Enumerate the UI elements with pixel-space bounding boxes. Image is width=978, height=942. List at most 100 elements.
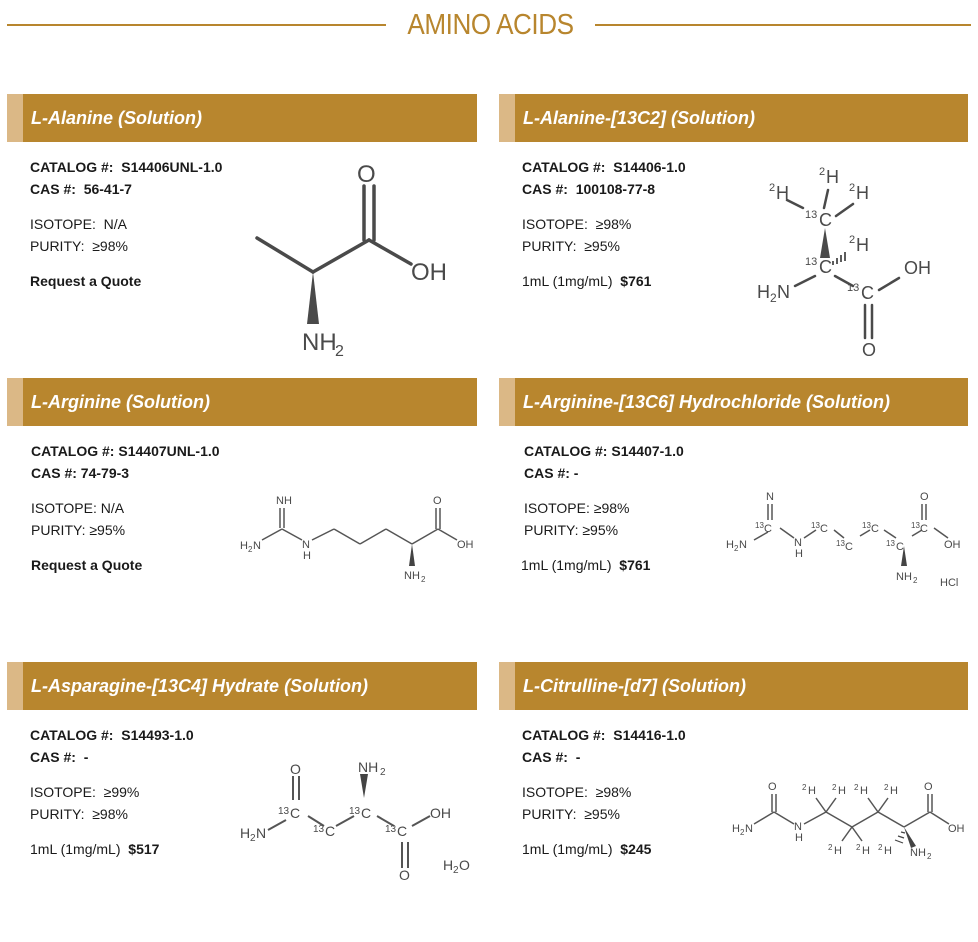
product-name[interactable]: L-Arginine (Solution) [31,392,210,412]
isotope-label: ISOTOPE: [522,216,588,232]
catalog-number: S14407-1.0 [611,443,684,459]
svg-text:2: 2 [380,767,386,778]
product-name[interactable]: L-Alanine-[13C2] (Solution) [523,108,755,128]
request-quote-link[interactable]: Request a Quote [30,273,142,289]
title-divider-right [595,24,971,26]
svg-text:H: H [240,825,250,841]
svg-text:H: H [884,845,892,857]
svg-text:N: N [766,491,774,503]
svg-text:2: 2 [849,234,855,246]
price: $245 [620,841,652,857]
catalog-label: CATALOG #: [30,727,114,743]
isotope-label: ISOTOPE: [30,216,96,232]
isotope-value: ≥98% [595,216,632,232]
cas-number: - [83,749,89,765]
svg-text:HCl: HCl [940,577,958,589]
catalog-label: CATALOG #: [31,443,115,459]
svg-text:13: 13 [313,824,325,835]
size-option: 1mL (1mg/mL) [522,841,613,857]
price: $761 [619,557,651,573]
product-header: L-Alanine (Solution) [7,94,477,142]
product-info: CATALOG #: S14493-1.0 CAS #: - ISOTOPE: … [30,724,194,860]
svg-text:2: 2 [421,575,426,584]
svg-text:2: 2 [828,843,833,852]
purity-value: ≥95% [89,522,126,538]
request-quote-link[interactable]: Request a Quote [31,557,143,573]
isotope-value: ≥99% [103,784,140,800]
catalog-number: S14493-1.0 [121,727,194,743]
svg-text:2: 2 [832,783,837,792]
svg-text:O: O [768,781,777,793]
cas-number: - [573,465,579,481]
svg-text:H: H [757,282,770,302]
isotope-label: ISOTOPE: [524,500,590,516]
svg-text:H: H [443,857,453,873]
svg-text:H: H [860,785,868,797]
product-header: L-Alanine-[13C2] (Solution) [499,94,968,142]
svg-text:2: 2 [819,166,825,178]
product-header: L-Citrulline-[d7] (Solution) [499,662,968,710]
svg-text:C: C [290,805,300,821]
product-card: L-Alanine (Solution) CATALOG #: S14406UN… [7,94,477,374]
product-name[interactable]: L-Citrulline-[d7] (Solution) [523,676,746,696]
catalog-label: CATALOG #: [30,159,114,175]
header-accent-strip [7,94,23,142]
svg-text:H: H [303,550,311,562]
svg-text:H: H [856,183,869,203]
svg-text:N: N [794,821,802,833]
svg-text:H: H [808,785,816,797]
svg-text:13: 13 [886,539,895,548]
svg-text:2: 2 [740,828,745,837]
svg-text:O: O [920,491,929,503]
cas-number: - [575,749,581,765]
svg-text:H: H [834,845,842,857]
cas-number: 56-41-7 [83,181,132,197]
svg-text:2: 2 [884,783,889,792]
isotope-label: ISOTOPE: [522,784,588,800]
catalog-label: CATALOG #: [522,159,606,175]
svg-text:13: 13 [805,256,817,268]
product-info: CATALOG #: S14406-1.0 CAS #: 100108-77-8… [522,156,686,292]
svg-text:H: H [732,823,740,835]
svg-text:H: H [776,183,789,203]
product-info: CATALOG #: S14406UNL-1.0 CAS #: 56-41-7 … [30,156,222,292]
product-name[interactable]: L-Arginine-[13C6] Hydrochloride (Solutio… [523,392,890,412]
svg-text:2: 2 [734,544,739,553]
header-accent-strip [499,378,515,426]
l-alanine-structure-icon: O OH NH 2 [247,156,467,356]
product-card: L-Arginine-[13C6] Hydrochloride (Solutio… [499,378,969,658]
svg-text:13: 13 [911,521,920,530]
product-name[interactable]: L-Alanine (Solution) [31,108,202,128]
svg-text:2: 2 [250,833,256,844]
cas-label: CAS #: [522,181,568,197]
svg-text:2: 2 [802,783,807,792]
svg-text:NH: NH [302,329,337,356]
isotope-value: ≥98% [593,500,630,516]
svg-text:N: N [794,537,802,549]
svg-text:H: H [240,540,248,552]
header-accent-strip [499,94,515,142]
svg-text:N: N [256,825,266,841]
product-header: L-Arginine (Solution) [7,378,477,426]
catalog-number: S14406-1.0 [613,159,686,175]
svg-text:O: O [357,161,376,188]
isotope-value: N/A [100,500,125,516]
purity-label: PURITY: [30,238,85,254]
svg-text:H: H [795,548,803,560]
product-card: L-Alanine-[13C2] (Solution) CATALOG #: S… [499,94,969,374]
cas-number: 74-79-3 [80,465,130,481]
svg-text:C: C [920,523,928,535]
product-card: L-Arginine (Solution) CATALOG #: S14407U… [7,378,477,658]
svg-text:C: C [871,523,879,535]
svg-text:C: C [764,523,772,535]
svg-text:O: O [399,867,410,883]
product-name[interactable]: L-Asparagine-[13C4] Hydrate (Solution) [31,676,369,696]
svg-text:13: 13 [349,806,361,817]
svg-text:2: 2 [335,343,344,356]
product-info: CATALOG #: S14416-1.0 CAS #: - ISOTOPE: … [522,724,686,860]
catalog-label: CATALOG #: [524,443,608,459]
catalog-number: S14406UNL-1.0 [121,159,223,175]
svg-text:13: 13 [847,282,859,294]
cas-label: CAS #: [31,465,77,481]
